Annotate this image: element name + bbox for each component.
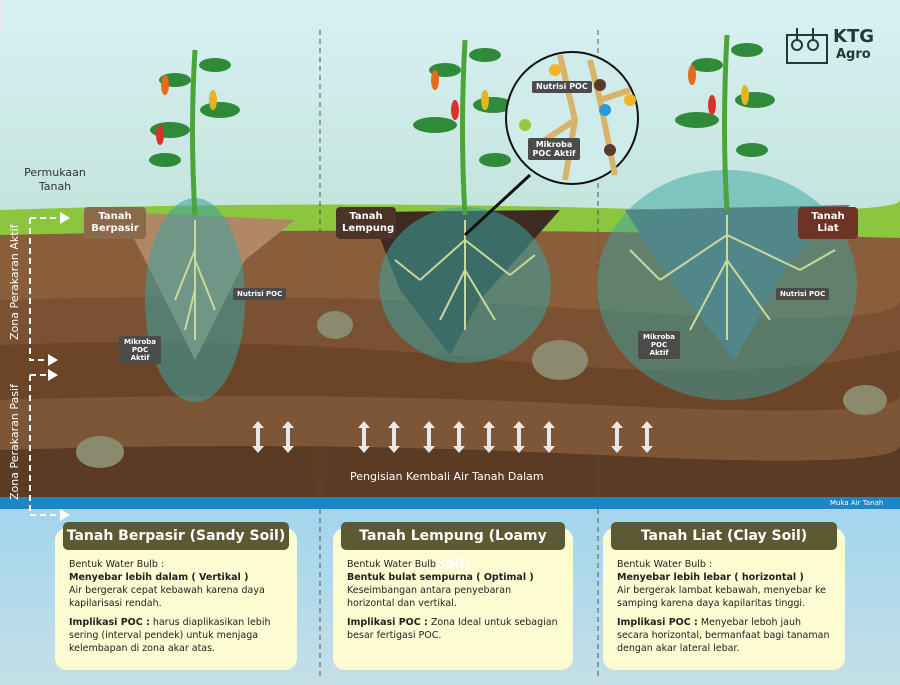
card-title: Tanah Berpasir (Sandy Soil) xyxy=(63,522,289,550)
brand-name: KTG xyxy=(833,26,875,47)
card-title: Tanah Lempung (Loamy Soil) xyxy=(341,522,565,572)
zone-passive-label: Zona Perakaran Pasif xyxy=(8,384,21,500)
poc-desc: Menyebar leboh jauh secara horizontal, b… xyxy=(617,617,830,654)
sandy-microbe-tag: Mikroba POC Aktif xyxy=(119,336,161,364)
poc-label: Implikasi POC : xyxy=(617,617,698,628)
magnifier-nutrient-tag: Nutrisi POC xyxy=(532,81,592,93)
poc-desc: Zona Ideal untuk sebagian besar fertigas… xyxy=(347,617,558,641)
clay-microbe-tag: Mikroba POC Aktif xyxy=(638,331,680,359)
rocks xyxy=(76,311,887,468)
bulb-label: Bentuk Water Bulb : xyxy=(617,559,713,570)
card-title: Tanah Liat (Clay Soil) xyxy=(611,522,837,550)
card-sandy: Tanah Berpasir (Sandy Soil) Bentuk Water… xyxy=(55,522,297,670)
recharge-label: Pengisian Kembali Air Tanah Dalam xyxy=(350,470,544,483)
bulb-desc: Air bergerak lambat kebawah, menyebar ke… xyxy=(617,585,826,609)
poc-label: Implikasi POC : xyxy=(69,617,150,628)
recharge-arrows xyxy=(0,0,653,453)
roots xyxy=(174,215,836,340)
water-table-label: Muka Air Tanah xyxy=(830,499,884,507)
plants xyxy=(149,34,775,216)
sandy-soil-label: Tanah Berpasir xyxy=(84,207,146,239)
magnifier-microbe-tag: Mikroba POC Aktif xyxy=(528,138,580,160)
clay-nutrient-tag: Nutrisi POC xyxy=(776,288,830,300)
water-table-line xyxy=(0,497,900,509)
bulb-desc: Air bergerak cepat kebawah karena daya k… xyxy=(69,585,265,609)
bulb-shape: Menyebar lebih dalam ( Vertikal ) xyxy=(69,572,249,583)
card-loamy: Tanah Lempung (Loamy Soil) Bentuk Water … xyxy=(333,522,573,670)
bulb-desc: Keseimbangan antara penyebaran horizonta… xyxy=(347,585,512,609)
loamy-soil-label: Tanah Lempung xyxy=(336,207,396,239)
surface-label: Permukaan Tanah xyxy=(24,166,86,193)
bulb-shape: Menyebar lebih lebar ( horizontal ) xyxy=(617,572,804,583)
bulb-shape: Bentuk bulat sempurna ( Optimal ) xyxy=(347,572,534,583)
bulb-label: Bentuk Water Bulb : xyxy=(69,559,165,570)
zone-markers xyxy=(29,217,60,516)
bulb-label: Bentuk Water Bulb : xyxy=(347,559,443,570)
magnifier-pointer xyxy=(463,173,532,237)
clay-soil-label: Tanah Liat xyxy=(798,207,858,239)
zone-active-label: Zona Perakaran Aktif xyxy=(8,224,21,340)
sandy-nutrient-tag: Nutrisi POC xyxy=(233,288,287,300)
poc-desc: harus diaplikasikan lebih sering (interv… xyxy=(69,617,271,654)
card-clay: Tanah Liat (Clay Soil) Bentuk Water Bulb… xyxy=(603,522,845,670)
brand-subname: Agro xyxy=(836,47,871,62)
brand-logo-icon xyxy=(786,28,828,64)
poc-label: Implikasi POC : xyxy=(347,617,428,628)
